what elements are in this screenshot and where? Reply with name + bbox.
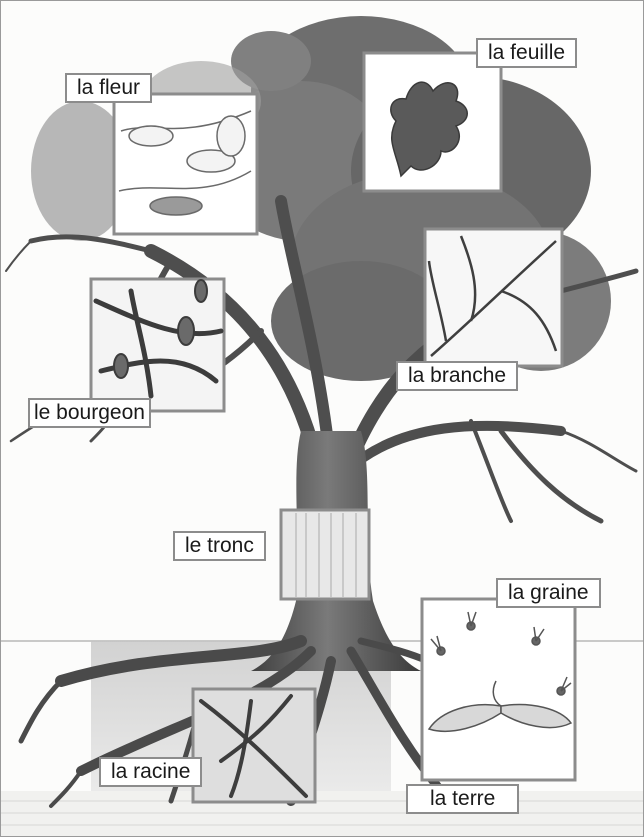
label-fleur: la fleur: [65, 73, 152, 103]
label-branche: la branche: [396, 361, 518, 391]
seed-detail-frame: [422, 599, 575, 780]
label-graine: la graine: [496, 578, 601, 608]
label-feuille: la feuille: [476, 38, 577, 68]
label-racine: la racine: [99, 757, 202, 787]
label-terre: la terre: [406, 784, 519, 814]
label-bourgeon: le bourgeon: [28, 398, 151, 428]
label-tronc: le tronc: [173, 531, 266, 561]
